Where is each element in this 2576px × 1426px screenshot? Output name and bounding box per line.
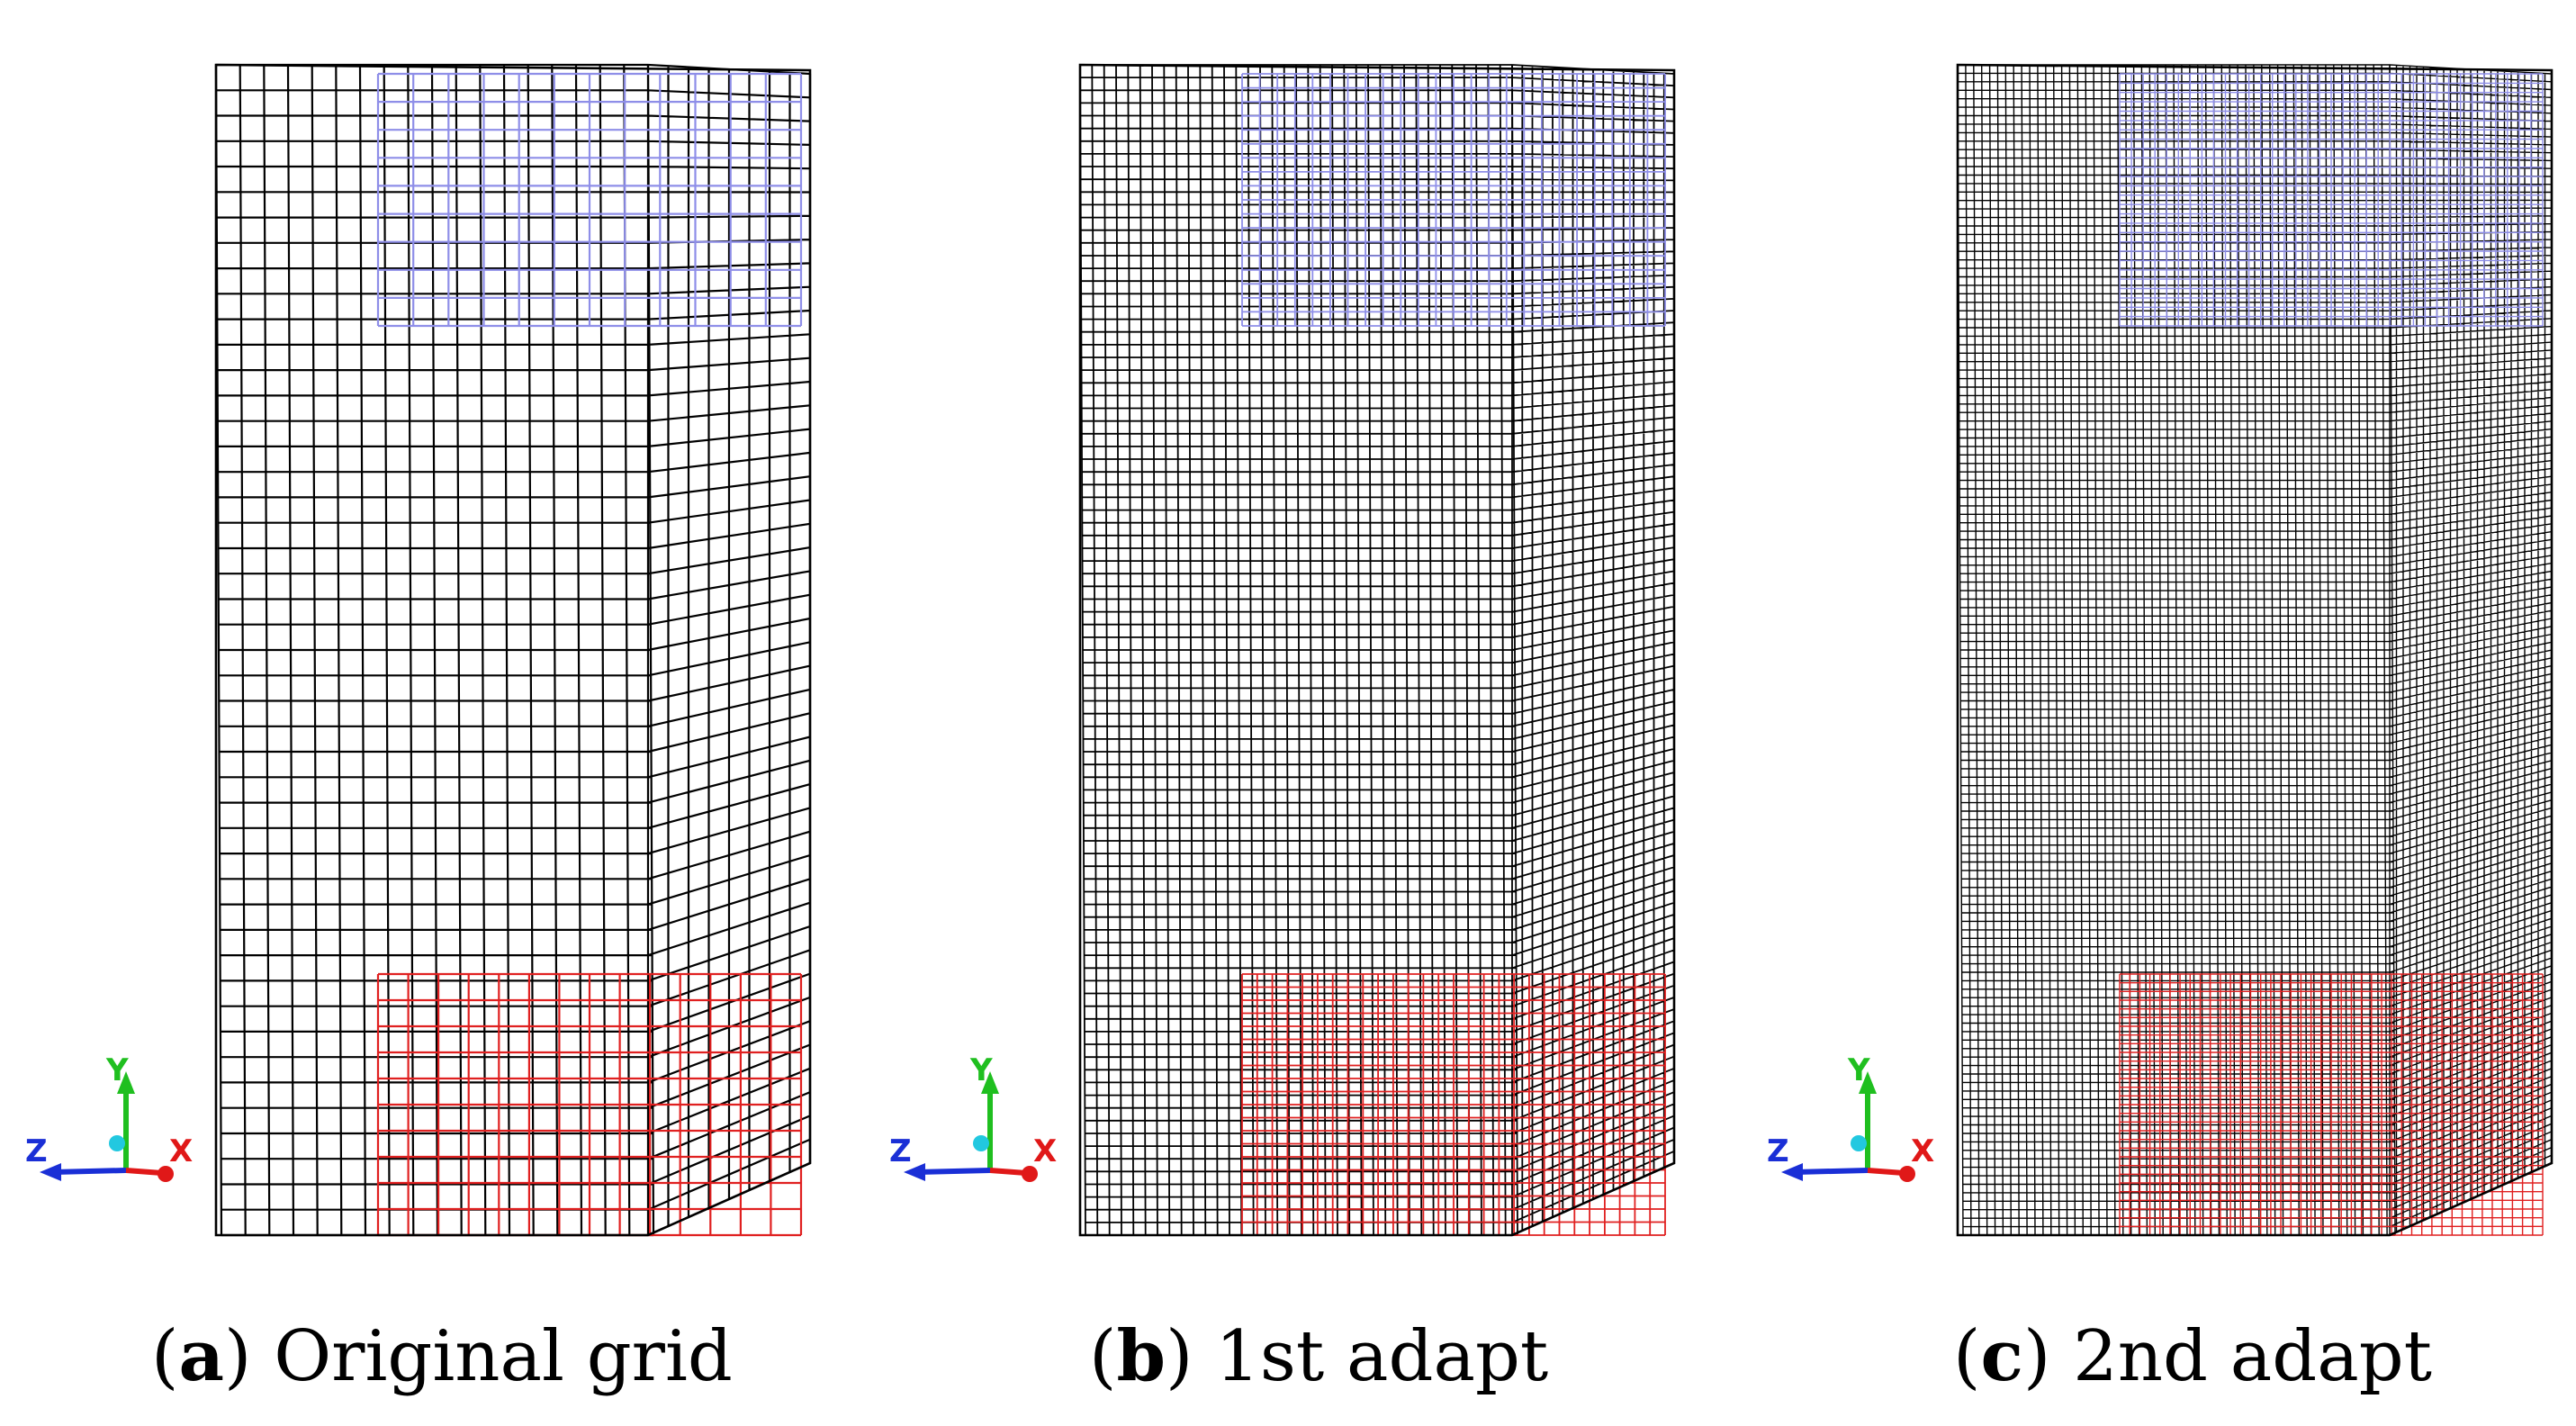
panel-a-bottom-region	[376, 972, 803, 1237]
caption-b: (b) 1st adapt	[1089, 1315, 1549, 1397]
panel-b-mesh: Y Z X	[889, 63, 1676, 1237]
panel-b-y-arrow-icon	[981, 1071, 999, 1094]
panel-b-axis-triad: Y Z X	[889, 1052, 1057, 1182]
caption-c-letter: c	[1980, 1315, 2023, 1397]
panel-c-outline	[1956, 63, 2553, 1237]
panel-c-bottom-region	[2119, 973, 2544, 1236]
panel-b-outline	[1078, 63, 1676, 1237]
panel-c-x-label: X	[1911, 1133, 1934, 1169]
caption-b-text: 1st adapt	[1215, 1316, 1549, 1397]
panel-a-x-label: X	[169, 1133, 193, 1169]
panel-b-z-label: Z	[889, 1133, 912, 1169]
panel-c-z-arrow-icon	[1781, 1163, 1803, 1181]
panel-c-x-axis	[1867, 1168, 1905, 1176]
panel-b-x-axis	[989, 1168, 1027, 1176]
panel-a-x-dot-icon	[158, 1166, 174, 1182]
panel-c-front-grid	[1957, 64, 2396, 1236]
panel-c-mesh: Y Z X	[1767, 63, 2553, 1237]
panel-a-front-grid	[214, 63, 655, 1237]
panel-c-z-label: Z	[1767, 1133, 1789, 1169]
panel-c-y-label: Y	[1847, 1052, 1870, 1088]
panel-c-z-axis	[1795, 1168, 1869, 1175]
panel-a-x-axis	[125, 1168, 163, 1176]
panel-b-z-axis	[917, 1168, 991, 1175]
panel-a-axis-triad: Y Z X	[25, 1052, 193, 1182]
panel-b-front-grid	[1079, 64, 1518, 1236]
panel-a-z-label: Z	[25, 1133, 48, 1169]
caption-a-letter: a	[178, 1315, 224, 1397]
panel-b-z-arrow-icon	[904, 1163, 925, 1181]
panel-c-origin-dot-icon	[1851, 1135, 1867, 1151]
panel-a-z-arrow-icon	[40, 1163, 61, 1181]
panel-c-y-arrow-icon	[1859, 1071, 1877, 1094]
panel-c-top-region	[2119, 73, 2544, 327]
panel-b-x-dot-icon	[1022, 1166, 1038, 1182]
panel-a-y-arrow-icon	[117, 1071, 135, 1094]
caption-b-letter: b	[1116, 1315, 1166, 1397]
caption-a: (a) Original grid	[151, 1315, 733, 1397]
panel-b-origin-dot-icon	[973, 1135, 989, 1151]
panel-b-bottom-region	[1241, 973, 1666, 1236]
panel-a-top-region	[376, 72, 803, 328]
panel-a-outline	[214, 63, 812, 1237]
panel-a-y-label: Y	[105, 1052, 129, 1088]
caption-c-text: 2nd adapt	[2073, 1316, 2432, 1397]
panel-c-x-dot-icon	[1899, 1166, 1915, 1182]
panel-a-side-grid	[646, 63, 812, 1237]
panel-a-z-axis	[53, 1168, 127, 1175]
panel-a-mesh: Y Z X	[25, 63, 812, 1237]
panel-c-axis-triad: Y Z X	[1767, 1052, 1934, 1182]
panel-a-origin-dot-icon	[109, 1135, 125, 1151]
panel-b-top-region	[1241, 73, 1666, 327]
caption-c: (c) 2nd adapt	[1953, 1315, 2432, 1397]
caption-a-text: Original grid	[274, 1316, 733, 1397]
panel-b-x-label: X	[1033, 1133, 1057, 1169]
panel-b-y-label: Y	[969, 1052, 993, 1088]
